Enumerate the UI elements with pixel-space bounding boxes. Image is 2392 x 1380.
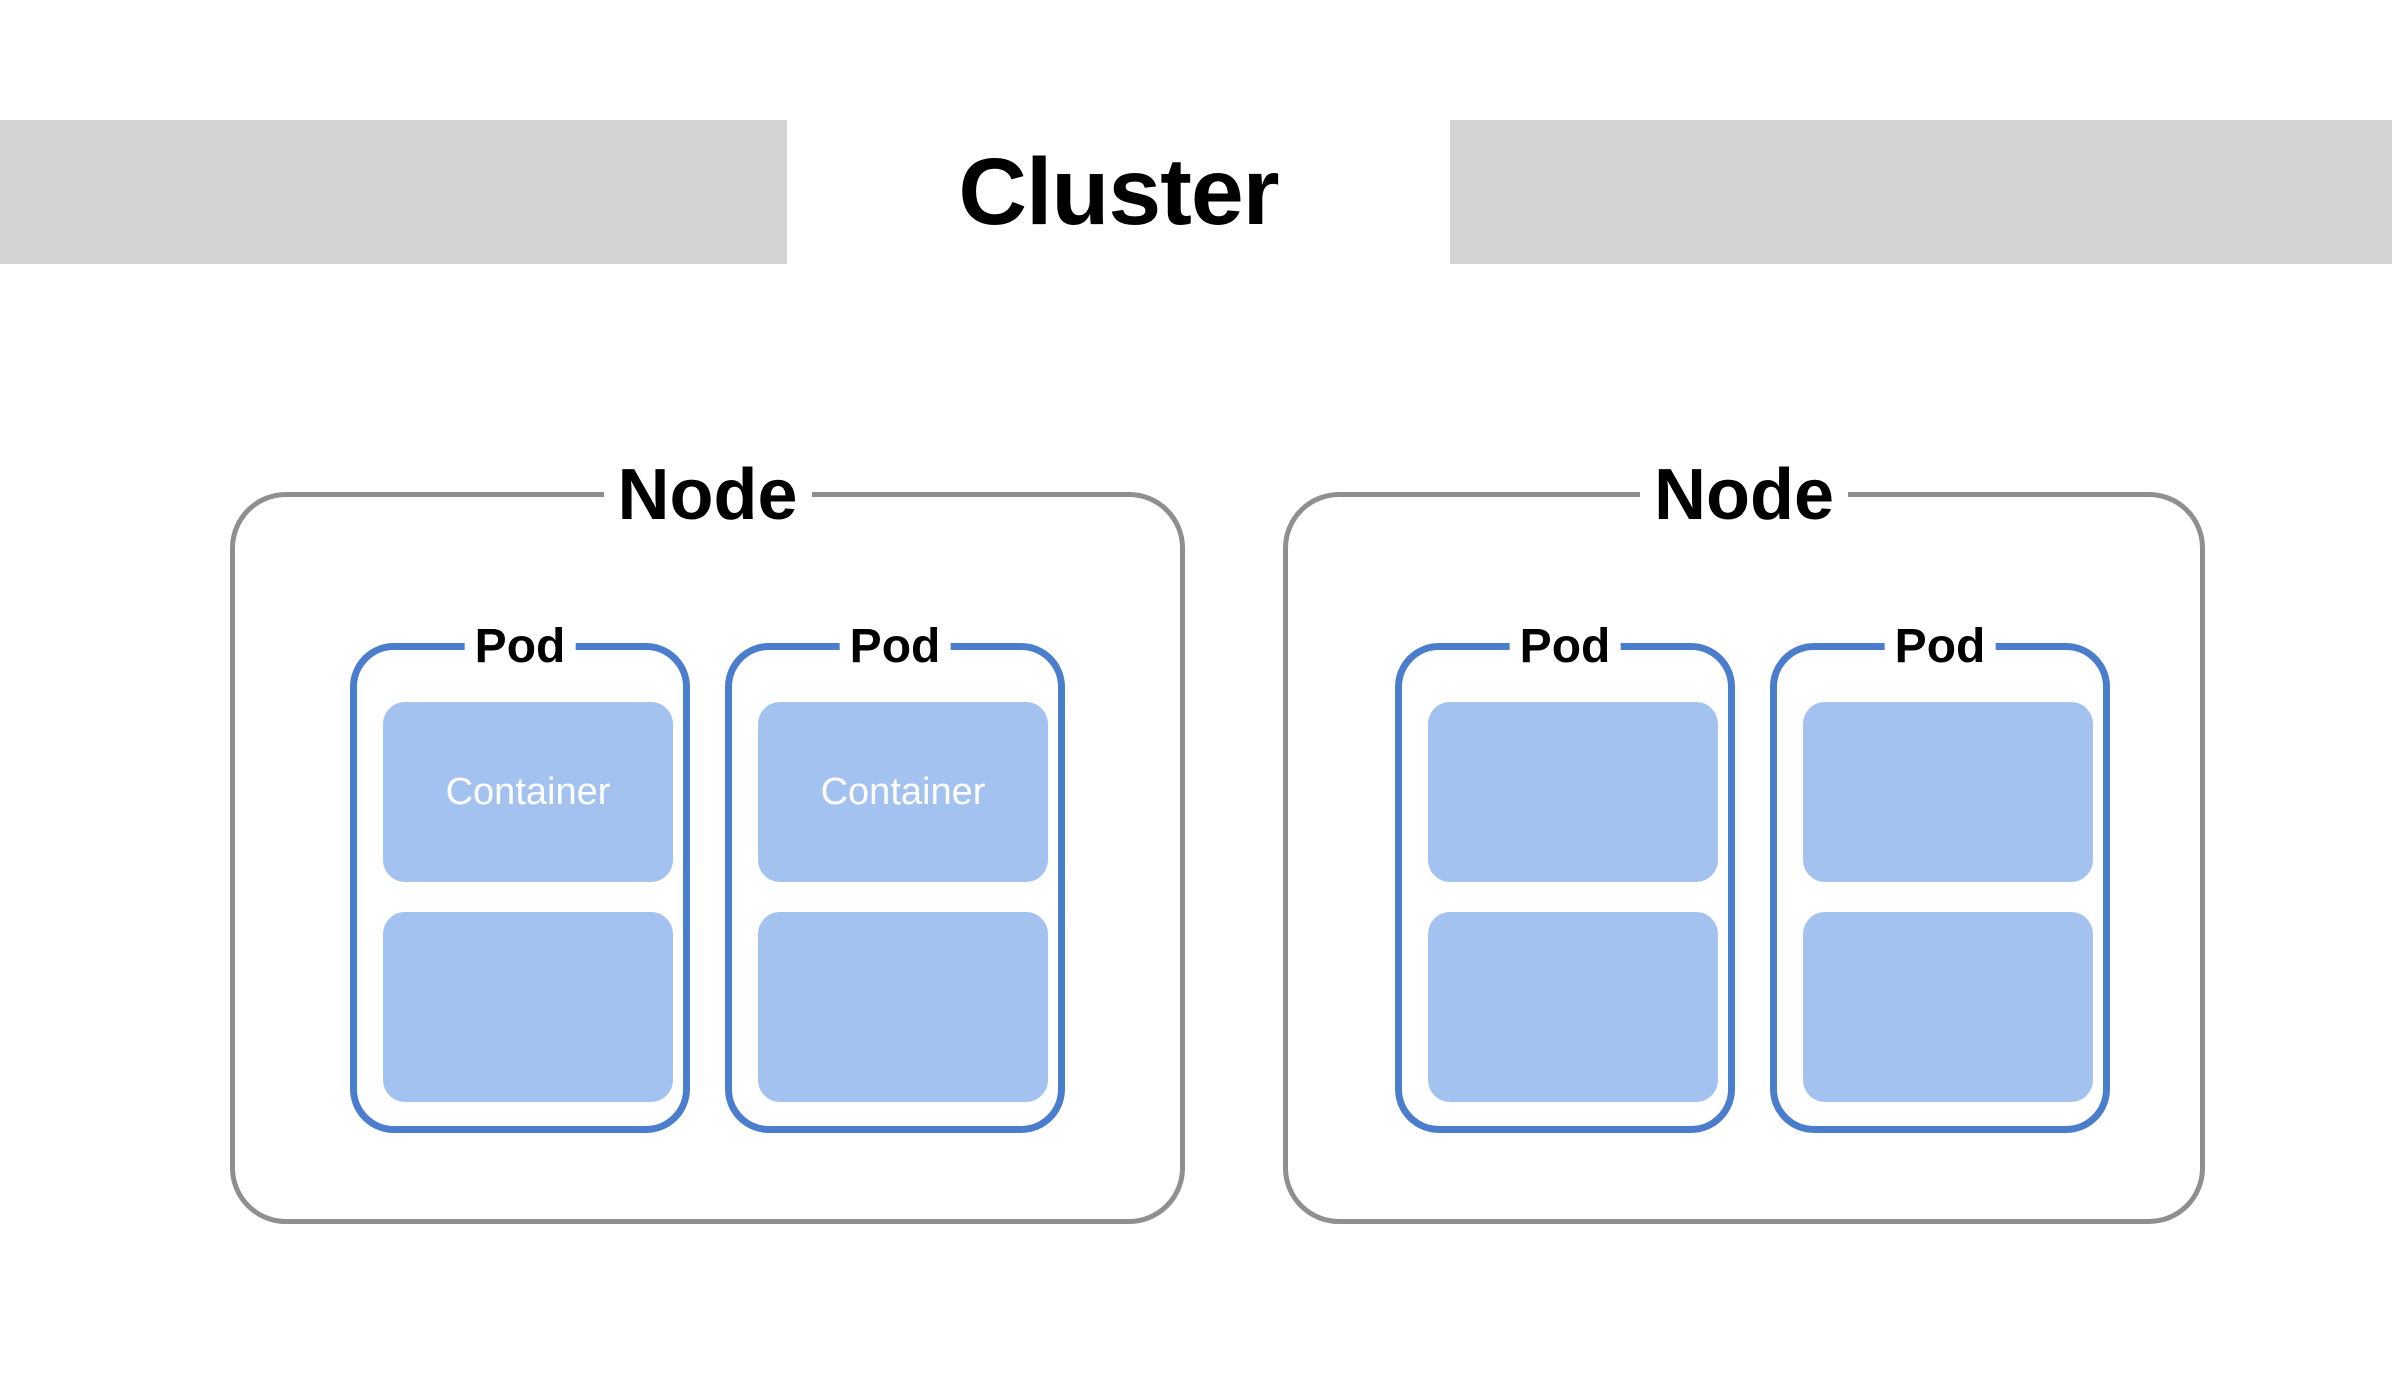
container-label: Container [820, 770, 986, 813]
node-label: Node [1640, 453, 1848, 537]
cluster-band-right [1450, 120, 2392, 264]
pod-label: Pod [839, 618, 951, 676]
container-box [1803, 912, 2093, 1102]
cluster-title: Cluster [787, 120, 1450, 264]
container-box: Container [383, 702, 673, 882]
container-label: Container [445, 770, 611, 813]
container-box [1428, 912, 1718, 1102]
cluster-band-left [0, 120, 787, 264]
pod-box: Pod [1770, 618, 2110, 1133]
container-box: Container [758, 702, 1048, 882]
node-label: Node [603, 453, 812, 537]
container-box [383, 912, 673, 1102]
pod-label: Pod [464, 618, 576, 676]
pod-label: Pod [1509, 618, 1621, 676]
pod-box: Pod [1395, 618, 1735, 1133]
container-box [1803, 702, 2093, 882]
container-box [758, 912, 1048, 1102]
container-box [1428, 702, 1718, 882]
pod-label: Pod [1884, 618, 1996, 676]
